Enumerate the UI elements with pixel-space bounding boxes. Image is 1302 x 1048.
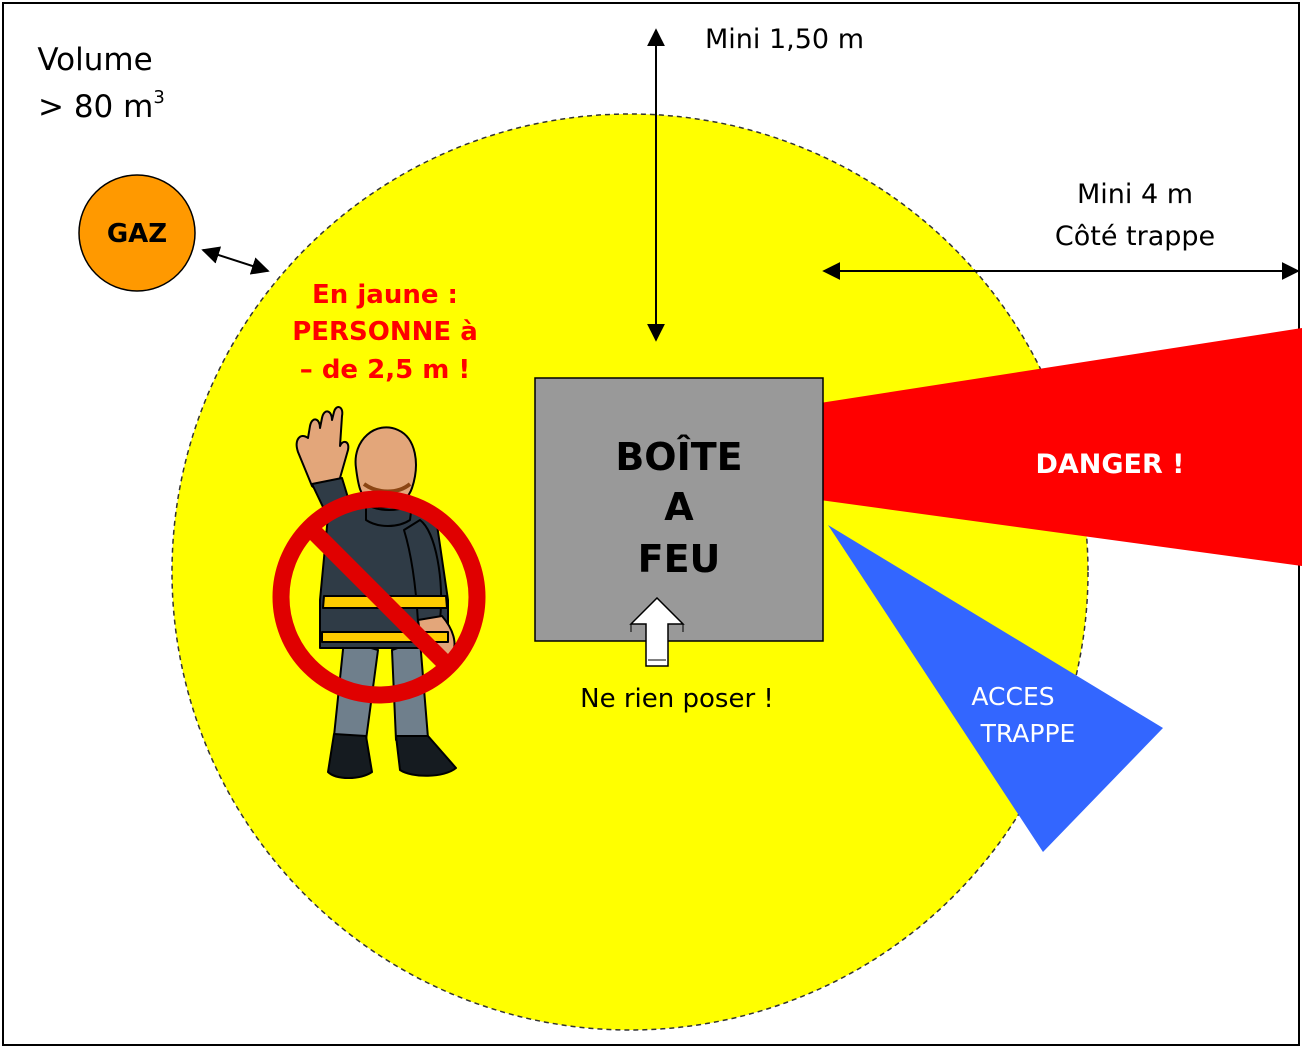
up-arrow-icon — [629, 596, 685, 667]
gas-label: GAZ — [107, 219, 167, 249]
warning-line3: – de 2,5 m ! — [300, 355, 470, 385]
hatch-access-zone — [828, 525, 1163, 852]
gas-circle — [78, 174, 196, 292]
warning-line2: PERSONNE à — [292, 317, 478, 347]
prohibition-sign-icon — [272, 490, 486, 704]
volume-line1: Volume — [37, 42, 152, 78]
side-clearance-line2: Côté trappe — [1055, 221, 1215, 252]
volume-line2: > 80 m3 — [38, 87, 165, 125]
height-clearance-label: Mini 1,50 m — [705, 24, 864, 55]
danger-zone — [820, 328, 1302, 566]
gas-distance-arrow — [201, 246, 270, 275]
danger-label: DANGER ! — [1035, 449, 1184, 480]
volume-exponent: 3 — [153, 87, 164, 108]
firefighter-figure-icon — [295, 406, 457, 779]
box-line2: A — [664, 485, 694, 529]
box-line3: FEU — [638, 537, 721, 581]
box-line1: BOÎTE — [615, 435, 742, 479]
fire-box — [534, 377, 824, 642]
volume-prefix: > 80 m — [38, 89, 153, 125]
warning-line1: En jaune : — [312, 280, 458, 310]
side-clearance-line1: Mini 4 m — [1077, 179, 1193, 210]
hatch-line2: TRAPPE — [980, 719, 1076, 748]
hatch-line1: ACCES — [971, 682, 1054, 711]
do-not-place-label: Ne rien poser ! — [580, 684, 774, 714]
